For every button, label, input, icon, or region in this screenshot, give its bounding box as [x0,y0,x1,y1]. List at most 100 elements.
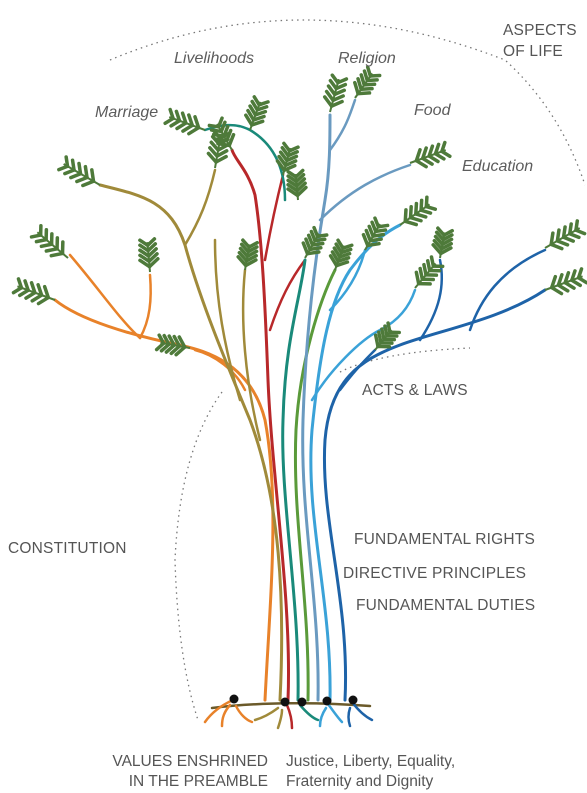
value-node [322,696,332,706]
leaf [338,251,352,259]
leaf [549,242,564,251]
leaf [36,295,51,306]
leaf [75,175,89,184]
teal-branch [281,258,307,702]
leaf [308,245,323,252]
leaf [336,77,349,85]
blue-twig [468,248,547,332]
red-branch [230,148,290,702]
values-line1: VALUES ENSHRINED [112,753,268,770]
leaf [549,285,564,296]
leaf [359,86,374,91]
leaf [324,89,335,103]
leaf [244,113,254,127]
leaf [310,241,325,247]
leaf-sprig [544,219,587,251]
leaf [305,250,321,256]
leaf [138,258,152,269]
leaf [555,239,570,247]
leaf [328,254,339,268]
leaf [574,228,587,236]
leaf [224,128,233,143]
leaf-sprig [163,107,206,136]
leaf [181,123,194,133]
leaf [247,240,259,249]
leaf [376,223,390,229]
leaf [172,334,182,348]
leaf [439,241,453,251]
leaf [440,237,454,247]
leaf [257,100,270,107]
leaf [29,281,37,295]
leaf [353,80,360,96]
orange-twig [138,273,152,340]
leaf [408,215,423,223]
leaf [81,179,96,188]
leaf [36,282,44,297]
leaf [442,228,454,237]
teal-root [298,703,320,722]
leaf [563,280,576,290]
leaf [253,109,268,117]
leaf [561,235,575,243]
aspects-title: ASPECTS OF LIFE [503,20,577,62]
values-line2: IN THE PREAMBLE [128,773,268,790]
aspect-marriage: Marriage [95,104,159,121]
leaf [414,158,428,169]
leaf-sprig [11,277,56,306]
leaf-sprig [57,155,101,188]
leaf [570,278,582,288]
olive-root [253,706,284,730]
olive-branch [98,183,284,702]
leaf [365,78,379,83]
leaf [187,125,201,136]
constitution-guide-arc [174,391,223,721]
leaf [439,246,453,256]
tree-roots [203,698,374,730]
aspect-religion: Religion [338,50,396,67]
leaf [294,168,305,179]
leaf [408,204,413,220]
leaf [208,146,219,158]
leaf [157,333,166,346]
leaf-sprig [322,73,349,113]
leaf [313,237,327,243]
fundamental-duties-label: FUNDAMENTAL DUTIES [356,597,536,614]
leaf [162,333,171,347]
leaf [77,161,83,176]
leaf [361,232,370,248]
leaf-sprig [361,216,390,251]
constitution-label: CONSTITUTION [8,540,127,557]
leaf [283,159,298,168]
orange-twig [68,253,142,340]
leaf [255,104,269,112]
leaf [315,233,329,239]
leaf [169,344,182,356]
leaf [227,132,236,148]
leaf-sprig [138,237,160,273]
leaf [193,115,201,130]
leaf [419,208,433,215]
leaf [214,137,229,143]
leaf [567,231,581,240]
leaf [377,330,383,345]
leaf [244,258,258,268]
blue-twig [338,348,377,392]
leaf [339,247,353,255]
leaf [295,185,308,198]
leaf [286,150,299,158]
leaf [216,141,232,148]
leaf-sprig [236,238,259,271]
leaf [42,284,51,300]
leaf [414,212,428,219]
leaf [277,154,288,168]
leaf [555,228,561,243]
leaf [245,249,259,259]
green-branch [293,268,337,702]
leaf [368,73,382,78]
leaf-sprig [286,168,308,201]
leaf [275,159,287,172]
leaf [356,91,372,96]
steel-twig [328,98,357,152]
